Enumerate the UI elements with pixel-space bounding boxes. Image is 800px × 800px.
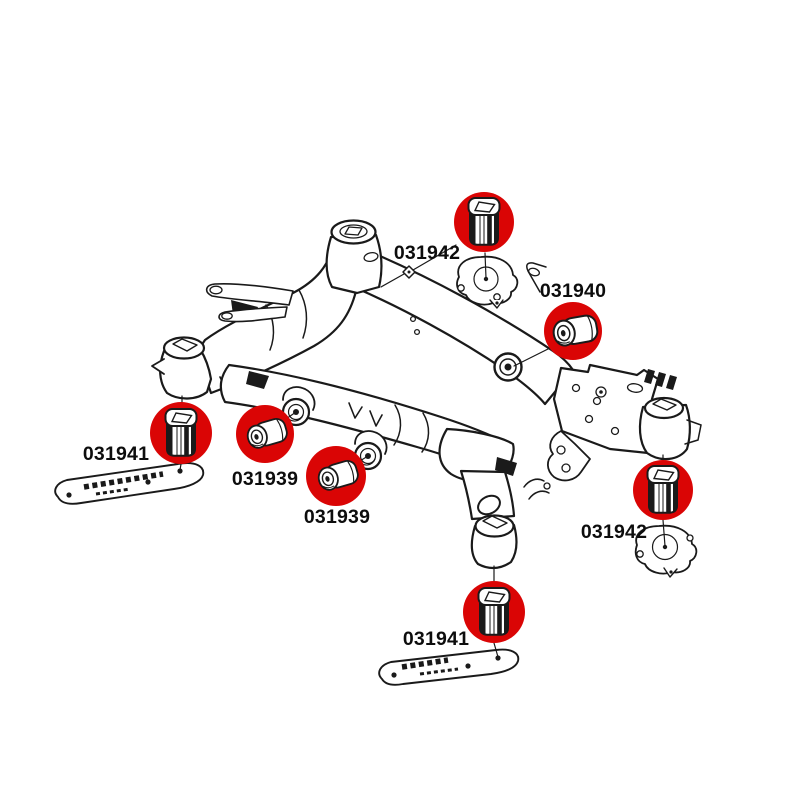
part-number-label: 031940: [540, 280, 606, 302]
right-bracket-plate: [546, 363, 677, 482]
vertical-bushing-icon: [646, 465, 680, 514]
part-number-label: 031942: [581, 521, 647, 543]
callout-layer: 031942 031940 031941 031939 031939 031942 0319…: [83, 192, 693, 650]
vertical-bushing-icon: [467, 197, 501, 246]
rail-front-left: [195, 239, 360, 399]
callout-right: 031942: [581, 460, 693, 543]
vertical-bushing-icon: [164, 408, 198, 457]
mount-plate-top: [456, 255, 519, 309]
vertical-bushing-icon: [477, 587, 511, 636]
callout-left: 031941: [83, 402, 212, 465]
mount-plate-right: [634, 524, 698, 578]
lower-tube-junction: [438, 427, 551, 521]
part-number-label: 031939: [232, 468, 298, 490]
callout-upper-right: 031940: [540, 280, 606, 360]
mount-tower-right: [638, 396, 702, 461]
callout-center: 031939: [304, 446, 370, 528]
mount-tower-left: [151, 336, 213, 400]
callout-top: 031942: [394, 192, 514, 264]
bushing-socket-ring-3: [493, 352, 523, 382]
control-arm-bottom: [378, 648, 520, 686]
part-number-label: 031939: [304, 506, 370, 528]
part-number-label: 031942: [394, 242, 460, 264]
part-number-label: 031941: [83, 443, 149, 465]
part-number-label: 031941: [403, 628, 469, 650]
control-arm-left: [54, 462, 205, 505]
mount-tower-top: [325, 219, 383, 295]
callout-bottom: 031941: [403, 581, 525, 650]
mount-tower-bottom: [470, 514, 518, 570]
callout-center-left: 031939: [232, 405, 298, 490]
subframe-drawing: [54, 219, 702, 686]
